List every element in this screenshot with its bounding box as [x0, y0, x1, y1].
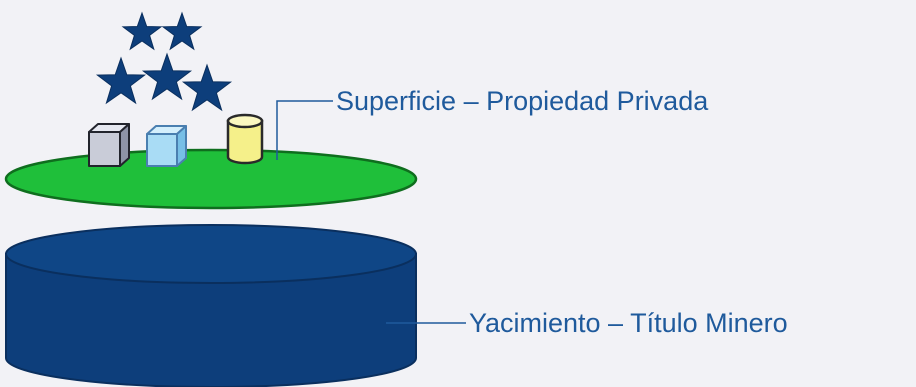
- star-icon: [121, 11, 163, 51]
- star-icon: [181, 63, 233, 112]
- surface-disk: [4, 148, 418, 210]
- cylinder-icon: [226, 113, 264, 165]
- cube-icon: [146, 125, 187, 167]
- star-icon-group: [95, 11, 233, 112]
- star-icon: [95, 56, 147, 105]
- star-icon: [161, 11, 203, 51]
- star-icon: [141, 52, 193, 101]
- deposit-label: Yacimiento – Título Minero: [469, 308, 788, 338]
- cube-icon: [88, 123, 130, 167]
- surface-label: Superficie – Propiedad Privada: [336, 86, 709, 116]
- deposit-cylinder: [5, 224, 417, 387]
- surface-leader-line: [276, 100, 333, 160]
